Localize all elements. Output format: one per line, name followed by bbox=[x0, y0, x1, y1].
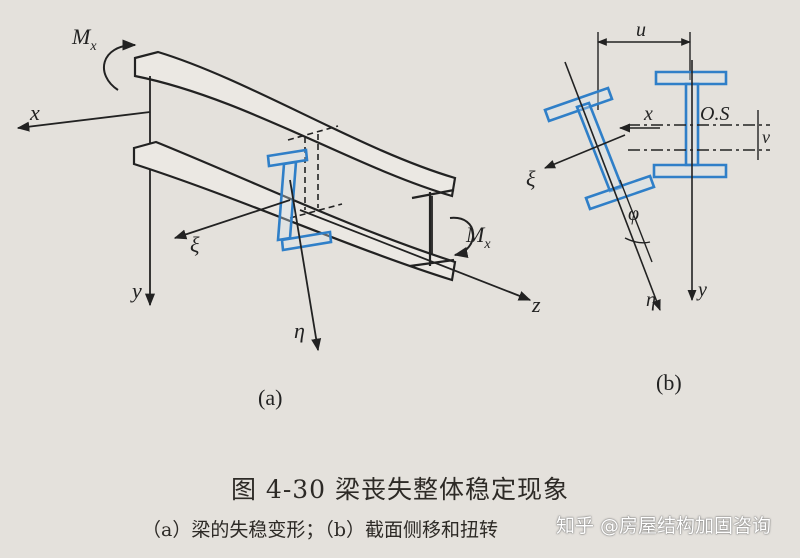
axis-xi-a-label: ξ bbox=[190, 232, 200, 257]
axis-eta-a bbox=[289, 179, 322, 352]
panel-b-diagram: u x O.S v ξ φ η y (b) bbox=[526, 19, 770, 395]
axis-eta-a-label: η bbox=[294, 318, 305, 343]
rotated-section-b bbox=[543, 86, 656, 211]
axis-z-a-label: z bbox=[531, 292, 541, 317]
axis-y-b-label: y bbox=[696, 279, 707, 301]
axis-eta-b-label: η bbox=[646, 289, 656, 311]
figure-title: 图 4-30 梁丧失整体稳定现象 bbox=[230, 475, 570, 504]
axis-x-a bbox=[16, 111, 151, 132]
angle-label: φ bbox=[628, 203, 639, 225]
axis-x-a-label: x bbox=[29, 100, 40, 125]
axis-xi-a bbox=[173, 199, 291, 240]
moment-left-label: Mx bbox=[71, 24, 97, 54]
beam-top-flange bbox=[133, 50, 457, 198]
axis-y-a-label: y bbox=[130, 278, 142, 303]
figure-subtitle: （a）梁的失稳变形；（b）截面侧移和扭转 bbox=[142, 519, 498, 541]
axis-xi-b bbox=[543, 134, 626, 169]
panel-a-diagram: Mx Mx x y z ξ η (a) bbox=[16, 24, 541, 410]
shear-center-label: O.S bbox=[700, 103, 729, 125]
moment-arrow-left bbox=[102, 39, 137, 91]
panel-b-label: (b) bbox=[656, 370, 682, 395]
dim-u-label: u bbox=[636, 19, 646, 41]
moment-right-label: Mx bbox=[465, 222, 491, 252]
axis-z-a bbox=[299, 209, 532, 301]
axis-x-b-label: x bbox=[643, 103, 653, 125]
moment-arrow-right bbox=[449, 216, 475, 259]
beam-end-section bbox=[409, 188, 455, 268]
angle-arc bbox=[624, 237, 651, 244]
centerline-rotated bbox=[564, 61, 661, 312]
axis-xi-b-label: ξ bbox=[526, 166, 536, 191]
panel-a-label: (a) bbox=[258, 385, 282, 410]
watermark: 知乎 @房屋结构加固咨询 bbox=[556, 515, 772, 537]
dim-v-label: v bbox=[762, 127, 770, 147]
angle-ref-line bbox=[619, 179, 653, 263]
